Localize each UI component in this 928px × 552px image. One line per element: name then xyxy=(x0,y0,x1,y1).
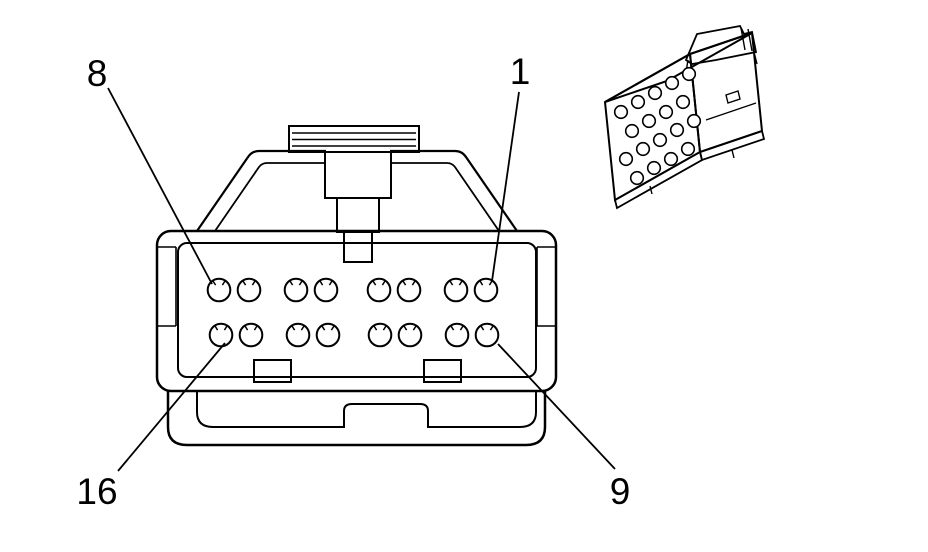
iso-latch-ridges xyxy=(740,27,753,52)
terminal-hole xyxy=(630,94,646,110)
terminal-hole xyxy=(641,113,657,129)
latch-foot xyxy=(343,231,373,263)
callout-label-pin-1: 1 xyxy=(510,51,531,92)
iso-latch xyxy=(684,24,758,65)
connector-front-view xyxy=(155,125,558,447)
pin-cavity-9 xyxy=(474,322,500,348)
connector-iso-view xyxy=(603,24,766,210)
lower-skirt-inner xyxy=(196,391,537,428)
housing-outline xyxy=(155,229,558,393)
cavity-face xyxy=(177,242,537,378)
pin-cavity-14 xyxy=(285,322,311,348)
lower-skirt-outer xyxy=(166,391,547,447)
leader-line-pin-9 xyxy=(497,343,616,470)
callout-label-pin-8: 8 xyxy=(87,53,108,94)
pin-cavity-13 xyxy=(315,322,341,348)
terminal-hole xyxy=(613,104,629,120)
pin-cavity-3 xyxy=(396,277,422,303)
upper-shroud-inner-left xyxy=(214,162,326,232)
terminal-hole xyxy=(624,123,640,139)
pin-cavity-16 xyxy=(208,322,234,348)
pin-cavity-11 xyxy=(397,322,423,348)
callout-label-pin-9: 9 xyxy=(610,471,631,512)
lock-tab-ridges xyxy=(292,132,416,147)
pin-cavity-2 xyxy=(443,277,469,303)
index-slot-right xyxy=(423,359,462,383)
index-slot-left xyxy=(253,359,292,383)
iso-latch-legs xyxy=(685,51,758,73)
pin-cavity-4 xyxy=(366,277,392,303)
iso-terminal-holes xyxy=(613,66,702,186)
terminal-hole xyxy=(646,160,662,176)
terminal-hole xyxy=(664,75,680,91)
terminal-hole xyxy=(635,141,651,157)
pin-cavity-5 xyxy=(313,277,339,303)
terminal-hole xyxy=(681,66,697,82)
latch-stem xyxy=(336,197,380,233)
iso-skirt-notches xyxy=(649,149,735,195)
callout-label-pin-16: 16 xyxy=(76,471,117,512)
callouts: 8 1 16 9 xyxy=(76,51,630,512)
side-rail-right xyxy=(536,246,556,327)
iso-side-detail-line xyxy=(705,102,757,121)
terminal-hole xyxy=(663,151,679,167)
pin-cavity-10 xyxy=(444,322,470,348)
pin-cavity-1 xyxy=(473,277,499,303)
leader-line-pin-8 xyxy=(107,87,213,285)
iso-side-detail-tab xyxy=(725,90,741,104)
iso-top-face xyxy=(604,32,753,103)
terminal-hole xyxy=(652,132,668,148)
pin-cavity-6 xyxy=(283,277,309,303)
terminal-hole xyxy=(675,94,691,110)
terminal-hole xyxy=(618,151,634,167)
terminal-hole xyxy=(686,113,702,129)
side-rail-left xyxy=(157,246,177,327)
leader-line-pin-1 xyxy=(491,91,520,282)
terminal-hole xyxy=(680,141,696,157)
latch-upper-block xyxy=(324,151,392,199)
upper-shroud-inner-right xyxy=(390,162,500,232)
leader-line-pin-16 xyxy=(117,342,226,472)
upper-shroud-outer-left xyxy=(196,149,326,232)
pin-cavity-15 xyxy=(238,322,264,348)
pin-cavity-7 xyxy=(236,277,262,303)
terminal-hole xyxy=(669,122,685,138)
terminal-hole xyxy=(658,104,674,120)
terminal-hole xyxy=(629,170,645,186)
upper-shroud-outer-right xyxy=(390,149,518,232)
iso-side-skirt xyxy=(698,129,766,162)
pin-cavity-12 xyxy=(367,322,393,348)
terminal-hole xyxy=(647,85,663,101)
